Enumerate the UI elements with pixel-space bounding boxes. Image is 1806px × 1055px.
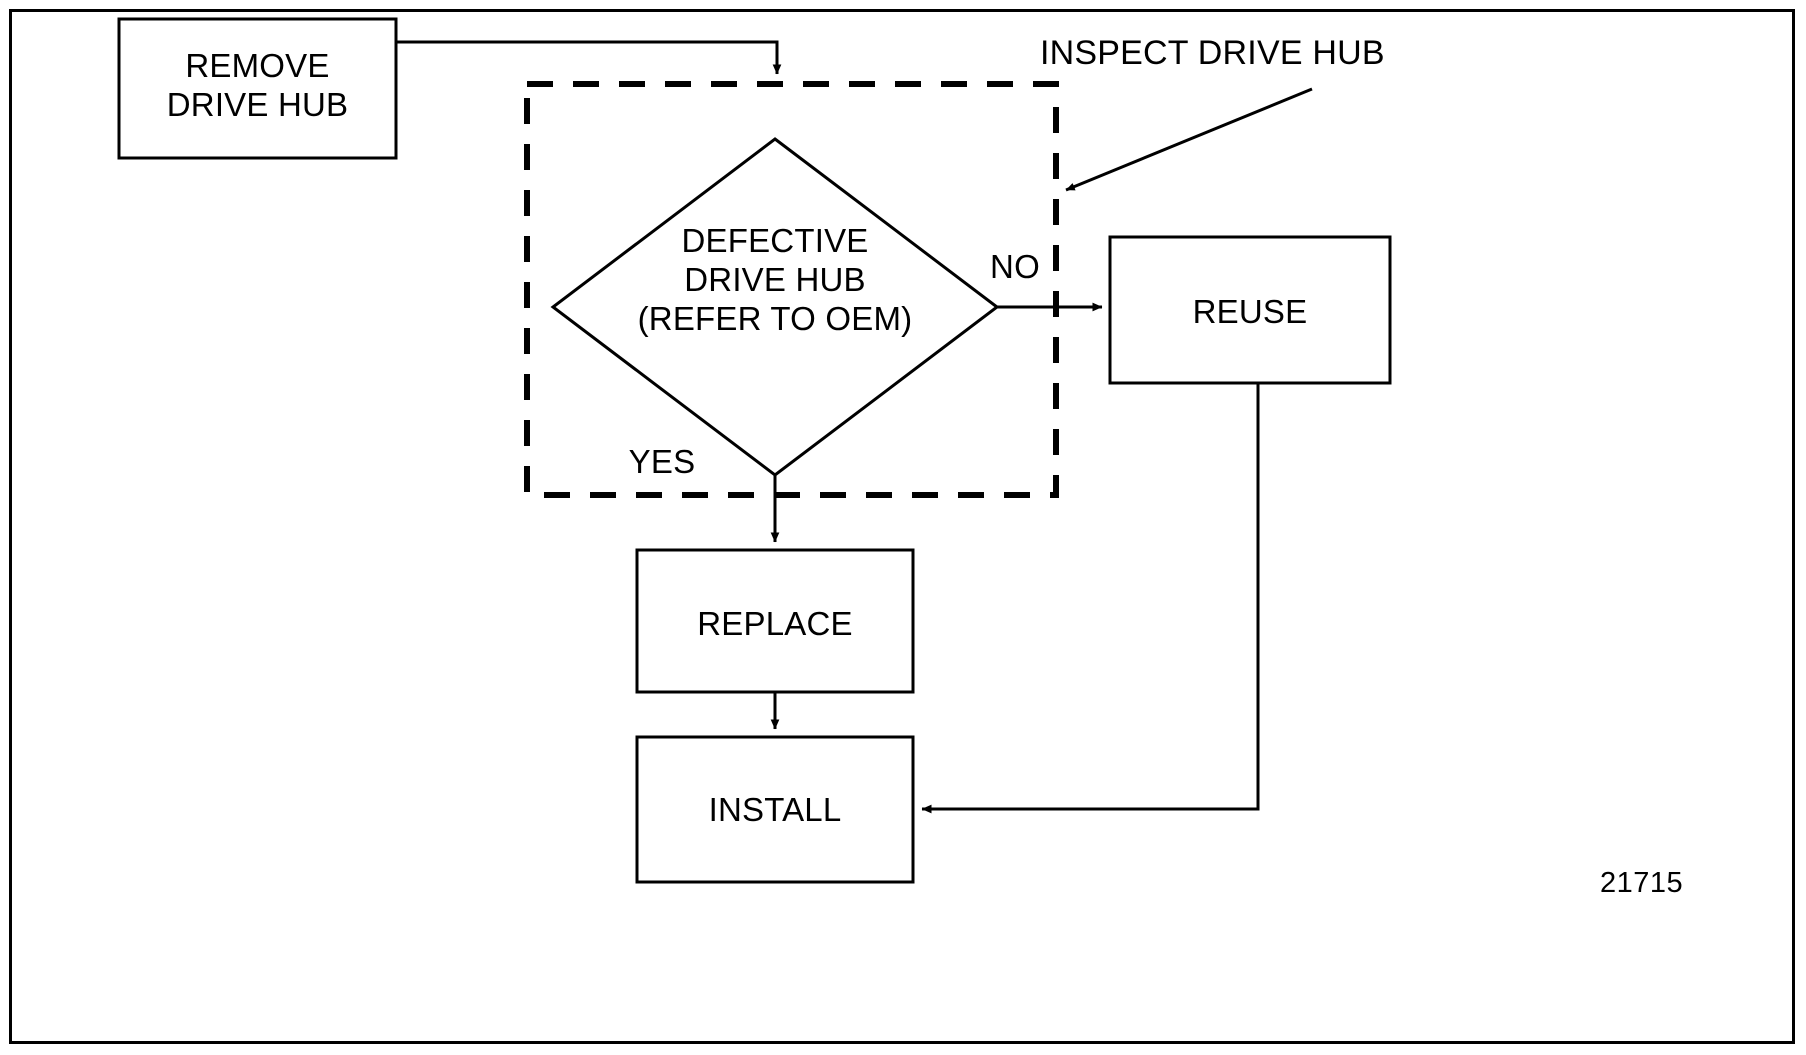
- page-frame-border: [9, 9, 1795, 1044]
- defective-drive-hub-diamond[interactable]: [550, 137, 1000, 477]
- reuse-box[interactable]: [1108, 235, 1392, 385]
- edge-reuse-to-install: [921, 383, 1260, 814]
- remove-drive-hub-box[interactable]: [117, 17, 398, 160]
- install-box[interactable]: [635, 735, 915, 884]
- replace-box[interactable]: [635, 548, 915, 694]
- edge-remove-to-inspect: [396, 40, 782, 75]
- inspect-drive-hub-leader-line: [1065, 87, 1313, 192]
- inspect-drive-hub-group-boundary: [524, 81, 1059, 498]
